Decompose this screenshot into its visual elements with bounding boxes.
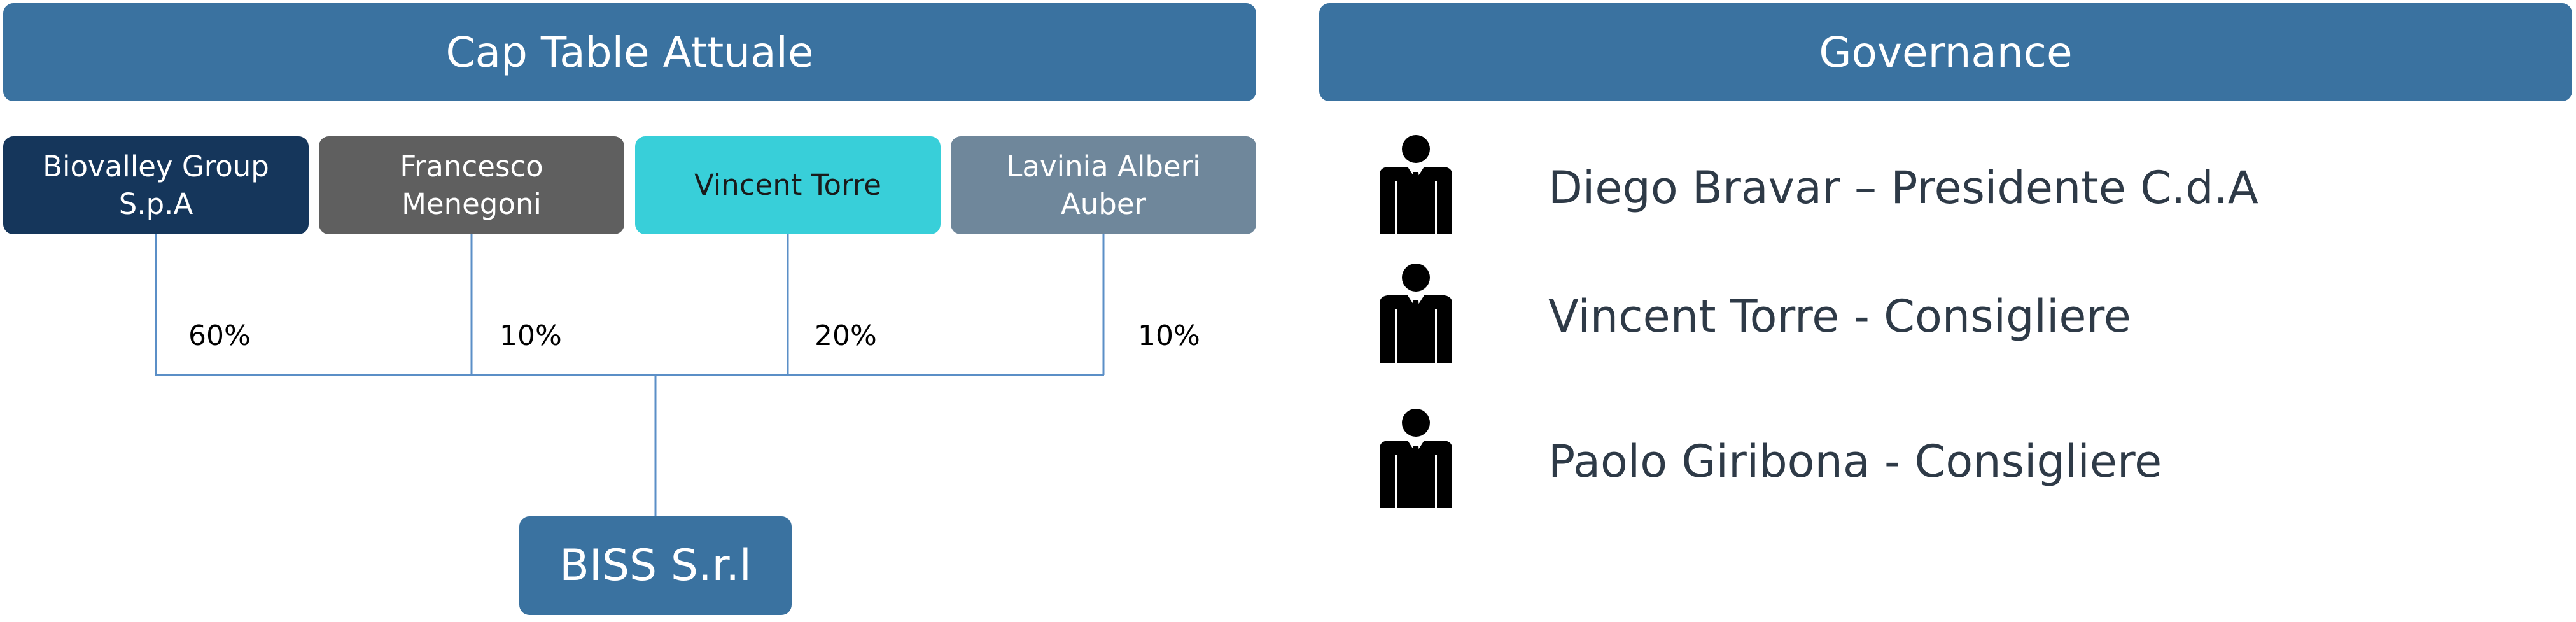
ownership-percent-alberi: 10% — [1138, 320, 1200, 352]
governance-member-text: Paolo Giribona - Consigliere — [1548, 435, 2162, 488]
shareholder-name: Francesco Menegoni — [400, 149, 543, 221]
governance-header: Governance — [1319, 3, 2572, 101]
governance-member-row: Vincent Torre - Consigliere — [1375, 262, 2558, 371]
governance-member-text: Diego Bravar – Presidente C.d.A — [1548, 162, 2258, 214]
ownership-percent-biovalley: 60% — [188, 320, 251, 352]
person-icon — [1380, 135, 1452, 234]
shareholder-box-alberi: Lavinia Alberi Auber — [951, 136, 1256, 234]
ownership-percent-menegoni: 10% — [500, 320, 562, 352]
governance-title: Governance — [1819, 27, 2073, 77]
company-box: BISS S.r.l — [519, 516, 792, 615]
governance-member-text: Vincent Torre - Consigliere — [1548, 290, 2131, 343]
shareholder-name: Biovalley Group S.p.A — [43, 149, 269, 221]
cap-table-header: Cap Table Attuale — [3, 3, 1256, 101]
person-icon — [1380, 264, 1452, 363]
shareholder-box-biovalley: Biovalley Group S.p.A — [3, 136, 309, 234]
shareholder-box-torre: Vincent Torre — [635, 136, 941, 234]
governance-member-row: Diego Bravar – Presidente C.d.A — [1375, 134, 2558, 242]
company-name: BISS S.r.l — [559, 541, 752, 591]
governance-member-row: Paolo Giribona - Consigliere — [1375, 407, 2558, 516]
shareholder-name: Lavinia Alberi Auber — [1006, 149, 1201, 221]
cap-table-title: Cap Table Attuale — [445, 27, 814, 77]
ownership-percent-torre: 20% — [815, 320, 877, 352]
person-icon — [1380, 409, 1452, 508]
shareholder-box-menegoni: Francesco Menegoni — [319, 136, 624, 234]
shareholder-name: Vincent Torre — [694, 168, 881, 202]
